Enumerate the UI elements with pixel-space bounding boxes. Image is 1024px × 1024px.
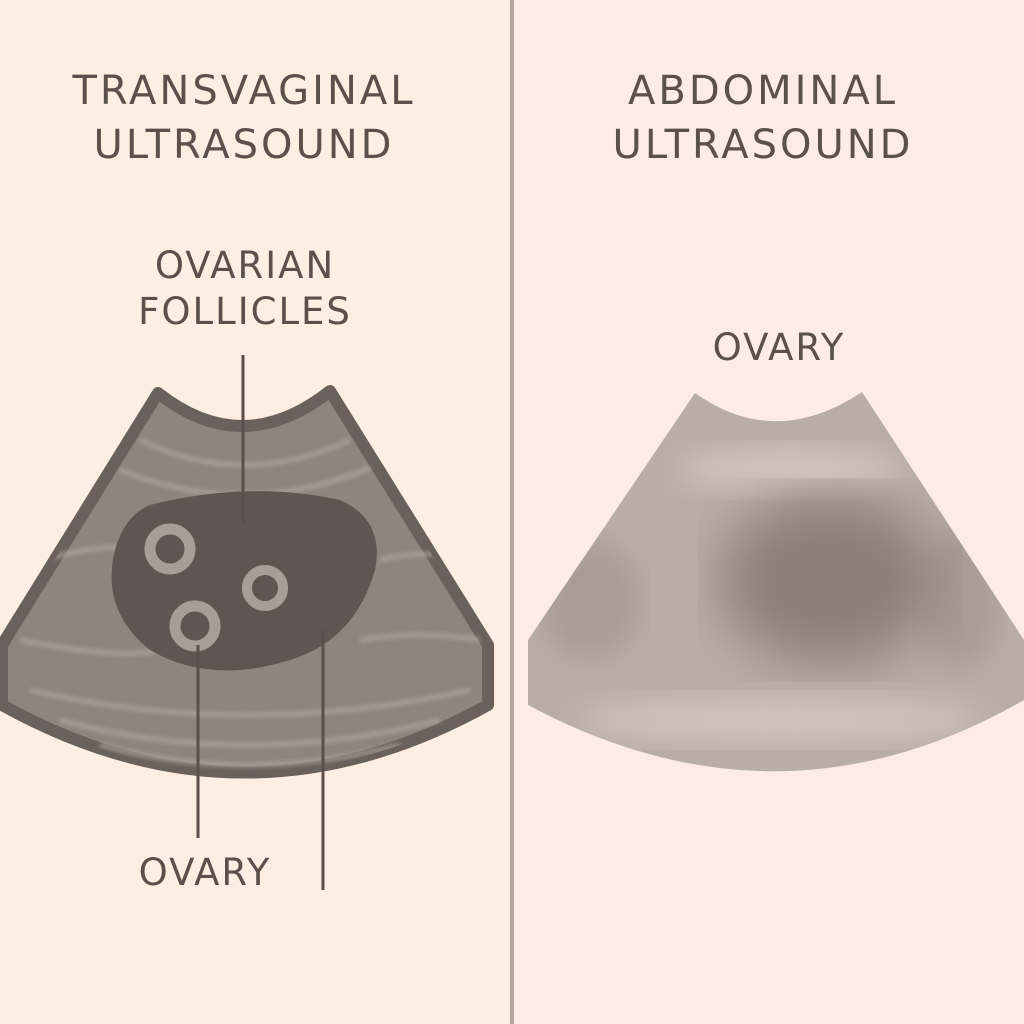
transvaginal-title-line1: TRANSVAGINAL: [72, 68, 416, 114]
panel-divider: [510, 0, 514, 1024]
follicle-3: [169, 600, 221, 652]
abdominal-panel: ABDOMINAL ULTRASOUND OVARY: [514, 0, 1024, 1024]
follicles: [144, 523, 288, 652]
abdominal-title-line1: ABDOMINAL: [628, 68, 898, 114]
transvaginal-panel: TRANSVAGINAL ULTRASOUND OVARIAN FOLLICLE…: [0, 0, 512, 1024]
abdominal-title-line2: ULTRASOUND: [612, 122, 914, 168]
transvaginal-title: TRANSVAGINAL ULTRASOUND: [0, 64, 500, 172]
transvaginal-ultrasound-image: [0, 355, 494, 890]
ovarian-follicles-label-line1: OVARIAN: [154, 244, 336, 287]
ovary-label-abdominal: OVARY: [712, 326, 846, 369]
ovarian-follicles-label: OVARIAN FOLLICLES: [110, 243, 380, 335]
ovary-label-transvaginal: OVARY: [138, 851, 272, 894]
transvaginal-title-line2: ULTRASOUND: [93, 122, 395, 168]
follicle-1: [144, 523, 196, 575]
abdominal-title: ABDOMINAL ULTRASOUND: [508, 64, 1018, 172]
follicle-2: [242, 565, 288, 611]
ovarian-follicles-label-line2: FOLLICLES: [138, 290, 352, 333]
abdominal-ovary-blur: [720, 495, 940, 665]
abdominal-ultrasound-image: [528, 392, 1024, 772]
